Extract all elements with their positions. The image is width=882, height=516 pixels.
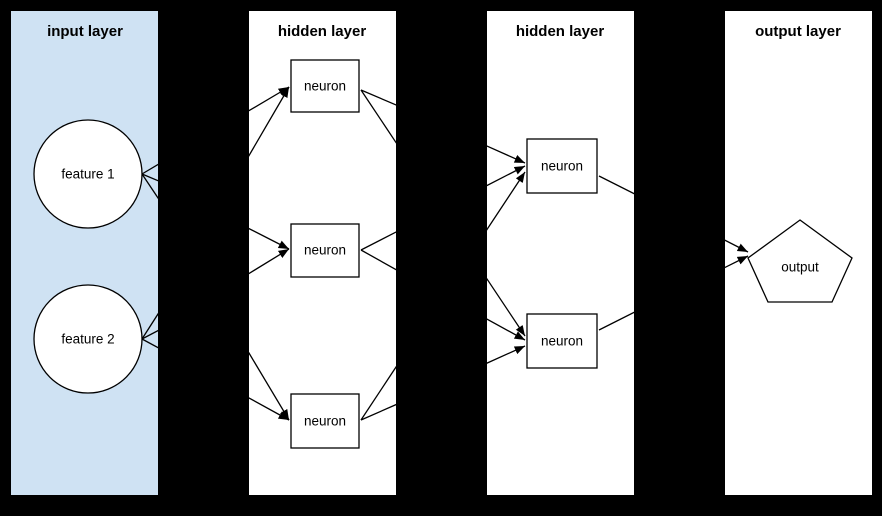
- node-hidden2-neuron-2[interactable]: neuron: [526, 313, 598, 369]
- edge-hidden2n1-output-stub: [598, 175, 634, 195]
- node-hidden1-neuron-2[interactable]: neuron: [290, 223, 360, 278]
- edge-hidden1n1-hidden2n2-stub: [360, 89, 396, 144]
- edge-hidden1n3-hidden2n2-stub: [360, 403, 396, 421]
- hidden2-neuron-2-label: neuron: [541, 334, 583, 349]
- hidden1-neuron-1-box[interactable]: [290, 59, 360, 113]
- hidden2-neuron-1-box[interactable]: [526, 138, 598, 194]
- hidden1-neuron-2-box[interactable]: [290, 223, 360, 278]
- feature-1-circle[interactable]: [33, 119, 143, 229]
- edges-hidden2-to-output: [598, 175, 749, 331]
- feature-2-label: feature 2: [61, 332, 114, 347]
- node-hidden1-neuron-1[interactable]: neuron: [290, 59, 360, 113]
- edge-hidden1-neuron-1-to-hidden2-neuron-1: [487, 145, 526, 164]
- edge-hidden2n2-output-stub: [598, 311, 634, 331]
- node-output[interactable]: output: [747, 219, 853, 303]
- edge-feature2-to-hidden1-neuron-3: [249, 397, 290, 421]
- hidden1-neuron-3-label: neuron: [304, 414, 346, 429]
- feature-1-label: feature 1: [61, 167, 114, 182]
- edges-hidden1-to-hidden2: [360, 89, 526, 421]
- feature-2-circle[interactable]: [33, 284, 143, 394]
- edge-hidden1n2-hidden2n2-stub: [360, 249, 396, 271]
- edge-hidden1n3-hidden2n1-stub: [360, 365, 396, 421]
- hidden1-neuron-1-label: neuron: [304, 79, 346, 94]
- output-label: output: [781, 260, 819, 275]
- title-input-layer: input layer: [47, 23, 123, 40]
- edge-hidden1-neuron-3-to-hidden2-neuron-1: [487, 171, 526, 231]
- hidden1-neuron-3-box[interactable]: [290, 393, 360, 449]
- hidden2-neuron-2-box[interactable]: [526, 313, 598, 369]
- edge-hidden1-neuron-3-to-hidden2-neuron-2: [487, 345, 526, 364]
- edge-hidden1-neuron-1-to-hidden2-neuron-2: [487, 277, 526, 337]
- node-hidden2-neuron-1[interactable]: neuron: [526, 138, 598, 194]
- hidden1-neuron-2-label: neuron: [304, 243, 346, 258]
- edge-hidden1n2-hidden2n1-stub: [360, 231, 396, 251]
- edge-feature1-to-hidden1-neuron-3: [249, 351, 290, 421]
- title-hidden-layer-1: hidden layer: [278, 23, 367, 40]
- edge-feature1-to-hidden1-neuron-2: [249, 227, 290, 250]
- node-hidden1-neuron-3[interactable]: neuron: [290, 393, 360, 449]
- panel-input-layer: [11, 11, 158, 495]
- edges-input-to-hidden1: [141, 86, 290, 421]
- node-feature-2[interactable]: feature 2: [33, 284, 143, 394]
- title-hidden-layer-2: hidden layer: [516, 23, 605, 40]
- edge-hidden1n1-hidden2n1-stub: [360, 89, 396, 106]
- edge-hidden1-neuron-2-to-hidden2-neuron-2: [487, 318, 526, 341]
- edge-feature2-to-hidden1-neuron-1: [249, 86, 290, 157]
- edge-feature2-to-hidden1-neuron-2: [249, 248, 290, 275]
- title-output-layer: output layer: [755, 23, 841, 40]
- node-feature-1[interactable]: feature 1: [33, 119, 143, 229]
- output-pentagon[interactable]: [747, 219, 853, 303]
- edge-feature1-to-hidden1-neuron-1: [249, 86, 290, 112]
- edge-hidden1-neuron-2-to-hidden2-neuron-1: [487, 165, 526, 187]
- panel-hidden-layer-2: [487, 11, 634, 495]
- hidden2-neuron-1-label: neuron: [541, 159, 583, 174]
